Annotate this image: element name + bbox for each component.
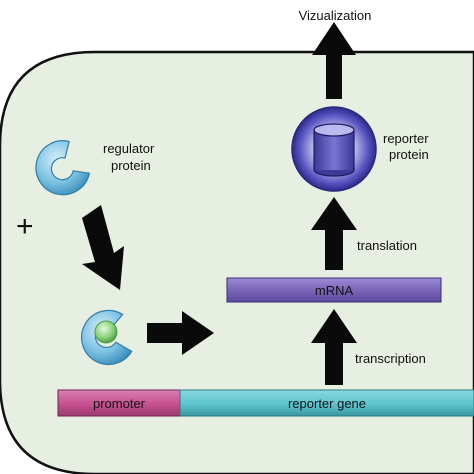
mrna-bar: [226, 277, 442, 303]
arrow-transcription: [311, 309, 357, 385]
regulator-bound-icon: [81, 309, 133, 365]
regulator-protein-icon: [35, 140, 91, 196]
arrow-activation: [147, 311, 214, 355]
reporter-protein-label-2: protein: [389, 147, 429, 162]
regulator-protein-label-2: protein: [111, 158, 151, 173]
promoter-segment: [57, 389, 181, 417]
regulator-protein-label-1: regulator: [103, 141, 155, 156]
reporter-protein-label-1: reporter: [383, 131, 429, 146]
arrow-translation: [311, 197, 357, 270]
promoter-label: promoter: [92, 396, 146, 411]
visualization-label: Vizualization: [298, 8, 372, 23]
reporter-protein-icon: [291, 106, 377, 192]
translation-label: translation: [357, 238, 417, 253]
plus-sign: +: [16, 210, 34, 243]
transcription-label: transcription: [355, 351, 426, 366]
reporter-gene-label: reporter gene: [287, 396, 367, 411]
arrow-binding: [82, 205, 124, 290]
mrna-label: mRNA: [314, 283, 354, 298]
reporter-gene-segment: [179, 389, 474, 417]
arrow-visualization: [312, 22, 356, 99]
